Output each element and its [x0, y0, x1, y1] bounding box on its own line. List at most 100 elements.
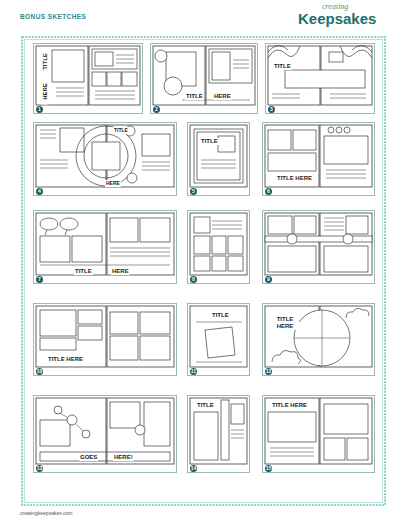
sketch-number: 14 [190, 465, 197, 472]
title-placeholder: TITLE [273, 63, 292, 70]
sketch-number: 10 [36, 368, 43, 375]
title-placeholder: TITLE HERE [271, 316, 299, 330]
sketch-10-shape [140, 336, 170, 360]
sketch-7-shape [36, 213, 106, 275]
sketch-15-shape [347, 438, 368, 460]
sketch-1-shape [56, 88, 84, 96]
sketch-12-shape [294, 310, 350, 366]
sketch-2-shape [153, 46, 205, 105]
sketch-9-shape [265, 213, 319, 275]
sketch-4-shape [76, 126, 136, 186]
sketch-3-shape [340, 45, 372, 58]
sketch-number: 2 [153, 106, 160, 113]
sketch-13-shape [40, 452, 170, 461]
sketch-10-shape [40, 310, 76, 336]
title-placeholder: GOES [79, 454, 98, 461]
sketch-14-shape [190, 398, 247, 464]
sketch-13-shape [82, 430, 90, 438]
sketch-6 [265, 125, 372, 187]
sketch-13-shape [36, 398, 106, 464]
sketch-card: TITLEHERE2 [150, 43, 258, 114]
title-placeholder: HERE! [113, 454, 134, 461]
sketch-10-shape [110, 336, 138, 360]
title-placeholder: HERE [111, 268, 130, 275]
sketch-1-shape [52, 50, 84, 82]
sketch-3 [268, 45, 372, 105]
sketch-7-shape [140, 218, 170, 242]
sketch-12-shape [346, 308, 369, 318]
sketch-1-shape [116, 55, 134, 63]
sketch-8-shape [212, 256, 226, 271]
sketch-9-shape [294, 216, 316, 234]
sketch-5-shape [218, 136, 235, 152]
sketch-14 [190, 398, 247, 464]
sketch-8-shape [228, 236, 243, 254]
sketch-7-shape [40, 248, 170, 265]
sketch-6-shape [336, 127, 342, 133]
sketch-2-shape [206, 46, 255, 105]
sketch-9-shape [287, 234, 297, 244]
sketch-13-shape [40, 420, 70, 446]
sketch-2-shape [212, 52, 230, 80]
sketch-3-shape [272, 94, 366, 98]
wavy-border [22, 37, 385, 505]
sketch-10-shape [40, 338, 76, 350]
sketch-1-shape [95, 52, 113, 66]
sketch-3-shape [329, 52, 343, 62]
sketch-13-shape [67, 415, 77, 425]
title-placeholder: TITLE [196, 402, 215, 409]
sketch-card: TITLE HERE 12 [262, 303, 375, 376]
sketch-5-shape [190, 125, 247, 187]
sketch-11-shape [196, 322, 242, 323]
sketch-12-shape [294, 310, 350, 366]
sketch-4-shape [92, 142, 120, 170]
sketch-6-shape [320, 125, 372, 187]
website-url: creatingkeepsakes.com [20, 511, 73, 516]
sketch-number: 15 [265, 465, 272, 472]
sketch-card: TITLE HERE15 [262, 395, 375, 473]
sketch-7 [36, 213, 174, 275]
sketch-6-shape [326, 170, 366, 178]
sketch-card: TITLE5 [187, 122, 250, 196]
sketch-card: TITLE 14 [187, 395, 250, 473]
sketch-card: TITLEHERE1 [33, 43, 143, 114]
title-placeholder: HERE [42, 79, 49, 105]
sketch-2-shape [155, 50, 167, 62]
sketch-2-shape [164, 77, 182, 95]
sketch-9-shape [324, 218, 344, 230]
inner-border [25, 40, 383, 503]
sketch-2-shape [182, 60, 250, 100]
sketch-15 [265, 398, 372, 464]
sketch-7-shape [107, 213, 174, 275]
sketch-number: 12 [265, 368, 272, 375]
sketch-card: TITLE11 [187, 303, 250, 376]
sketch-8-shape [194, 236, 210, 254]
sketch-10-shape [140, 312, 170, 334]
sketch-11 [190, 306, 247, 367]
sketch-7-shape [45, 230, 67, 235]
sketch-number: 13 [36, 465, 43, 472]
sketch-8-shape [190, 213, 247, 275]
sketch-number: 11 [190, 368, 197, 375]
sketch-2 [153, 46, 255, 105]
sketch-8-shape [228, 256, 243, 271]
sketch-card: TITLE HERE10 [33, 303, 177, 376]
sketch-9-shape [265, 236, 372, 242]
sketch-15-shape [320, 398, 372, 464]
sketch-1-shape [107, 72, 121, 86]
sketch-10-shape [36, 306, 106, 367]
sketch-9-shape [343, 234, 353, 244]
logo-wordmark: Keepsakes [298, 11, 376, 26]
sketch-5 [190, 125, 247, 187]
sketch-5-shape [201, 160, 236, 168]
sketch-1-shape [92, 72, 106, 86]
sketch-1-shape [95, 91, 135, 99]
sketch-number: 6 [265, 188, 272, 195]
sketch-4-shape [142, 134, 170, 156]
sketch-8-shape [194, 256, 210, 271]
page-heading: BONUS SKETCHES [20, 13, 86, 20]
sketch-15-shape [268, 412, 316, 442]
sketch-card: TITLE HERE6 [262, 122, 375, 196]
sketch-14-shape [194, 412, 218, 460]
sketch-4-shape [84, 134, 128, 178]
